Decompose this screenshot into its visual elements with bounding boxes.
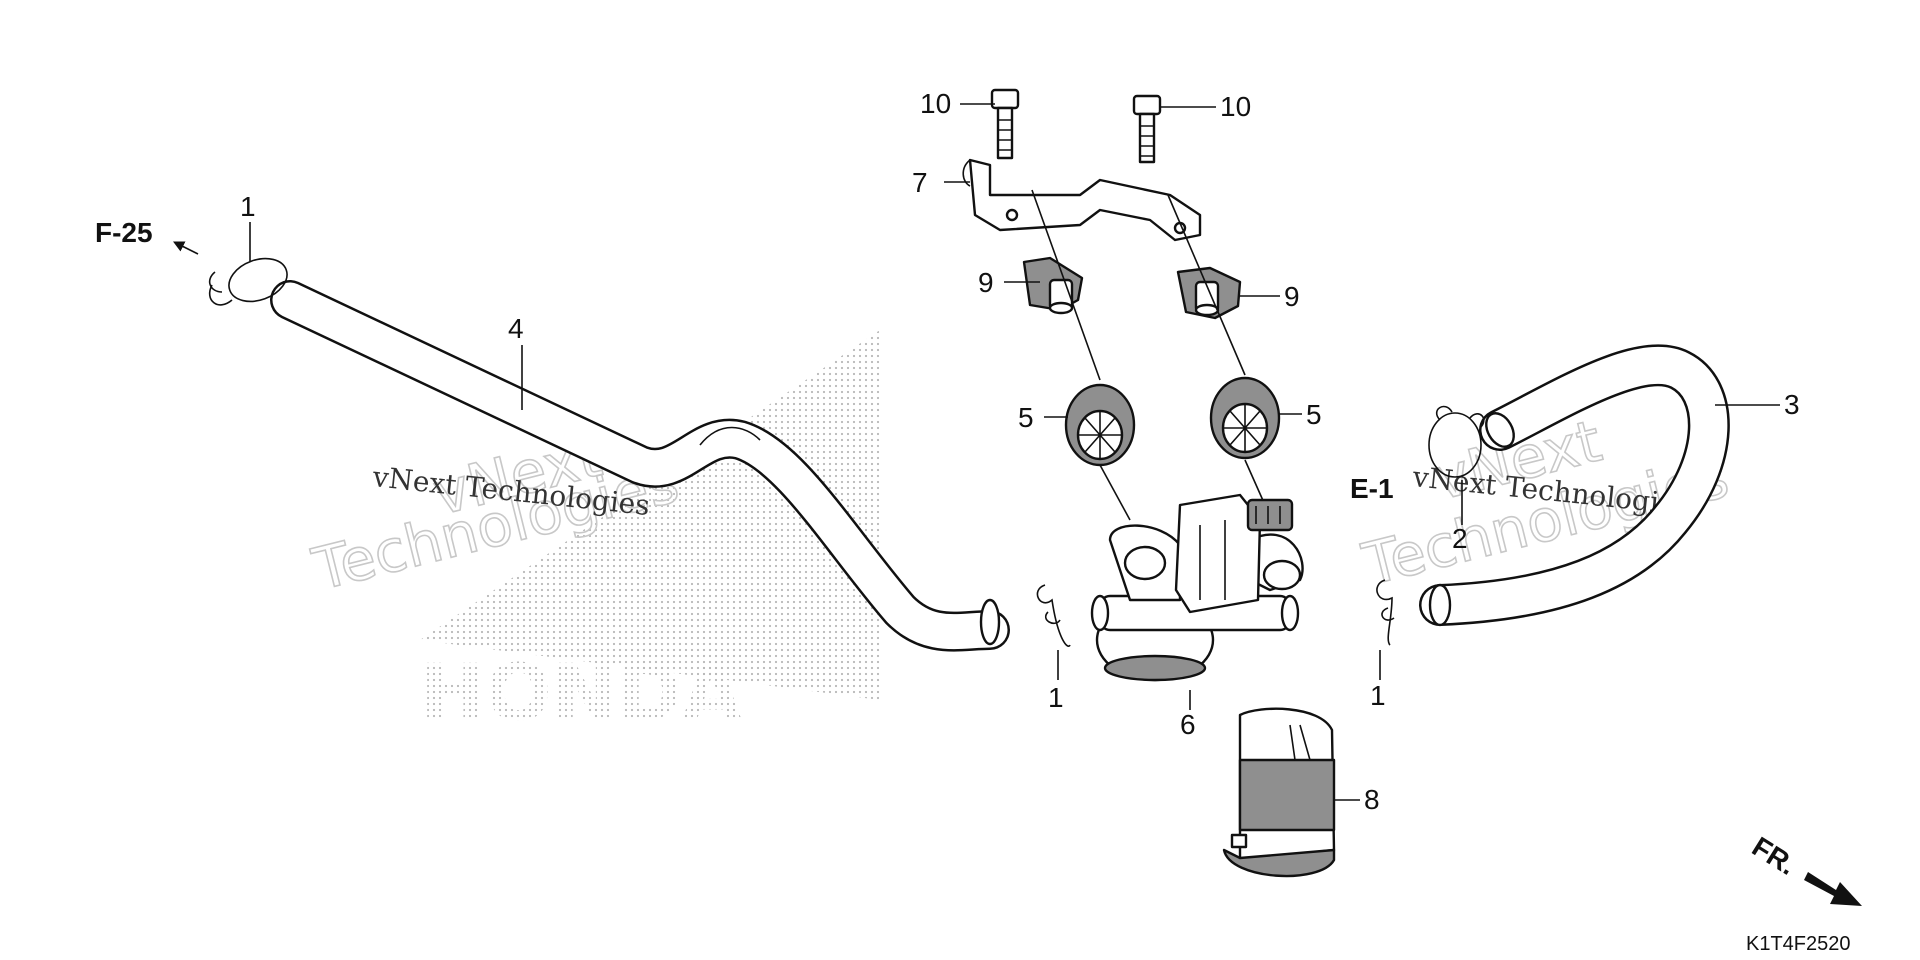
watermark-left: HONDA vNext Technologies vNext Technolog… — [305, 330, 880, 739]
callout-1-center-right: 1 — [1370, 680, 1386, 711]
mount-part-9-right — [1176, 266, 1242, 320]
cap-part-8 — [1222, 707, 1336, 878]
callout-9-left: 9 — [978, 267, 994, 298]
callout-2: 2 — [1452, 523, 1468, 554]
callout-8: 8 — [1364, 784, 1380, 815]
callouts: 1 4 10 10 7 9 9 5 5 3 2 1 1 6 8 — [240, 88, 1800, 815]
ref-f25: F-25 — [95, 217, 153, 248]
bolt-part-10-right — [1132, 94, 1162, 164]
callout-1-top-left: 1 — [240, 191, 256, 222]
watermark-brand-left: HONDA — [420, 649, 742, 739]
grommet-part-5-right — [1209, 376, 1281, 460]
bracket-part-7 — [962, 158, 1202, 242]
drawing-code: K1T4F2520 — [1746, 933, 1851, 955]
front-indicator-label: FR. — [1747, 831, 1802, 881]
front-direction-indicator: FR. — [1747, 831, 1862, 906]
valve-part-6 — [1090, 493, 1304, 682]
leader-lines — [172, 103, 1780, 801]
clip-part-1-right — [1376, 579, 1395, 646]
section-references: F-25 E-1 — [95, 217, 1394, 504]
bolt-part-10-left — [990, 88, 1020, 160]
callout-9-right: 9 — [1284, 281, 1300, 312]
callout-10-left: 10 — [920, 88, 951, 119]
grommet-part-5-left — [1064, 383, 1136, 467]
clip-part-1-left — [1036, 584, 1071, 647]
mount-part-9-left — [1022, 256, 1084, 315]
callout-7: 7 — [912, 167, 928, 198]
watermark-wing-shape — [420, 330, 880, 700]
assembly-lines — [1031, 189, 1266, 521]
hose-part-3 — [1419, 344, 1730, 627]
hose-clamp-top-left — [208, 257, 288, 306]
callout-5-left: 5 — [1018, 402, 1034, 433]
callout-1-center-left: 1 — [1048, 682, 1064, 713]
callout-3: 3 — [1784, 389, 1800, 420]
callout-4: 4 — [508, 313, 524, 344]
ref-e1: E-1 — [1350, 473, 1394, 504]
front-arrow-icon — [1804, 872, 1862, 906]
hose-part-4 — [270, 280, 1010, 652]
callout-6: 6 — [1180, 709, 1196, 740]
callout-5-right: 5 — [1306, 399, 1322, 430]
hose-clamp-part-2 — [1428, 405, 1485, 478]
callout-10-right: 10 — [1220, 91, 1251, 122]
